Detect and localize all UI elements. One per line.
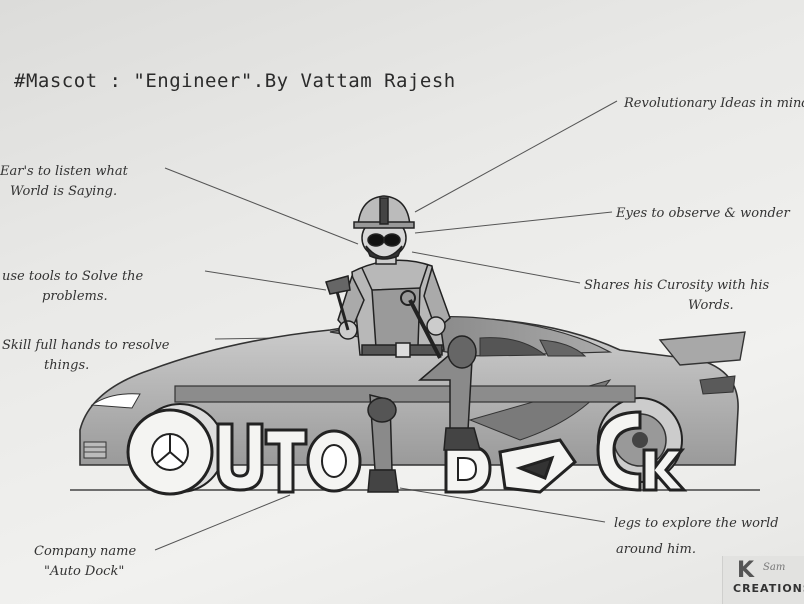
bench-plank	[174, 385, 636, 403]
annotation-tools-line2: problems.	[42, 289, 108, 304]
watermark-script: Sam	[763, 562, 786, 573]
annotation-eyes-line1: Eyes to observe & wonder	[616, 206, 790, 221]
drawing-title: #Mascot : "Engineer".By Vattam Rajesh	[14, 70, 456, 92]
annotation-tools-line1: use tools to Solve the	[2, 269, 144, 284]
annotation-hands-line1: Skill full hands to resolve	[2, 338, 170, 353]
annotation-leader-lines	[154, 100, 618, 551]
annotation-curiosity-line1: Shares his Curosity with his	[584, 278, 770, 293]
annotation-curiosity-line2: Words.	[688, 298, 734, 313]
annotation-hands-line2: things.	[44, 358, 90, 373]
annotation-company: Company name "Auto Dock"	[34, 542, 136, 582]
annotation-legs-line2: around him.	[616, 542, 696, 557]
annotation-legs-line1: legs to explore the world	[614, 516, 779, 531]
annotation-company-line2: "Auto Dock"	[44, 564, 125, 579]
annotation-ears-line2: World is Saying.	[10, 184, 118, 199]
annotation-tools: use tools to Solve the problems.	[2, 267, 143, 307]
annotation-company-line1: Company name	[34, 544, 137, 559]
annotation-ears: Ear's to listen what World is Saying.	[0, 162, 128, 202]
annotation-eyes: Eyes to observe & wonder	[616, 204, 790, 224]
annotation-ideas: Revolutionary Ideas in mind	[624, 94, 804, 114]
engineer-figure	[325, 195, 481, 493]
annotation-hands: Skill full hands to resolve things.	[2, 336, 169, 376]
annotation-ideas-line1: Revolutionary Ideas in mind	[624, 96, 804, 111]
annotation-curiosity: Shares his Curosity with his Words.	[584, 276, 769, 316]
auto-dock-logo	[126, 408, 688, 496]
watermark-k-mark: K	[737, 558, 755, 583]
annotation-legs: legs to explore the world around him.	[614, 514, 779, 560]
annotation-ears-line1: Ear's to listen what	[0, 164, 128, 179]
creations-watermark: K Sam CREATIONS	[722, 556, 804, 604]
watermark-name: CREATIONS	[733, 582, 804, 595]
